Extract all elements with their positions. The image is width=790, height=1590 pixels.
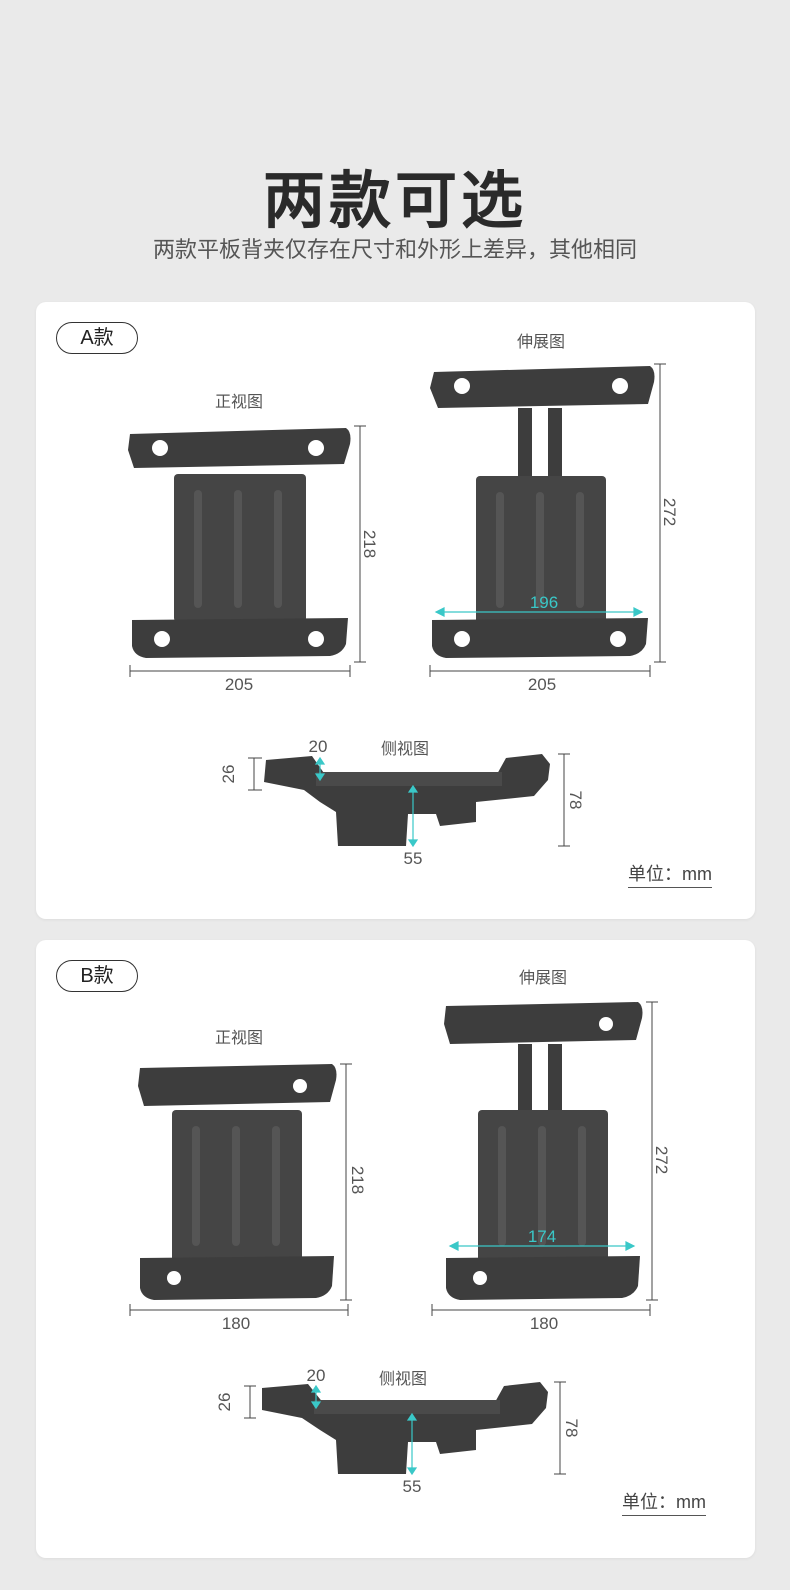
side-top-value: 20 [309, 737, 328, 756]
extended-view-product [444, 1002, 643, 1300]
unit-label: 单位：mm [622, 1488, 706, 1516]
model-a-card: A款 正视图 伸展图 218 205 [36, 302, 755, 919]
model-a-diagram: 正视图 伸展图 218 205 [128, 333, 679, 868]
side-depth-value: 55 [403, 1477, 422, 1496]
side-height-value: 78 [562, 1419, 581, 1438]
extended-inner-dimension [448, 1241, 636, 1251]
side-view-label: 侧视图 [379, 1370, 427, 1388]
extended-dimension-lines [431, 1001, 658, 1316]
model-b-diagram: 正视图 伸展图 218 180 [129, 969, 671, 1496]
page-title: 两款可选 [262, 164, 527, 237]
front-height-value: 218 [348, 1166, 367, 1194]
extended-view-product [430, 366, 655, 658]
side-accent-dimensions [310, 1384, 418, 1476]
model-b-card: B款 正视图 伸展图 218 180 [36, 940, 755, 1558]
extended-view-label: 伸展图 [519, 969, 567, 987]
extended-view-label: 伸展图 [517, 333, 565, 351]
side-view-product [264, 754, 550, 846]
extended-dimension-lines [429, 363, 666, 677]
side-depth-value: 55 [404, 849, 423, 868]
side-accent-dimensions [314, 756, 419, 848]
front-view-product [128, 428, 351, 658]
model-badge: B款 [56, 960, 138, 992]
front-view-label: 正视图 [215, 1029, 263, 1047]
front-height-value: 218 [360, 530, 379, 558]
side-dimension-lines [248, 753, 570, 847]
unit-label: 单位：mm [628, 860, 712, 888]
model-badge: A款 [56, 322, 138, 354]
front-width-value: 180 [222, 1314, 250, 1333]
extended-inner-width-value: 174 [528, 1227, 556, 1246]
extended-height-value: 272 [652, 1146, 671, 1174]
side-left-value: 26 [219, 765, 238, 784]
side-height-value: 78 [566, 791, 585, 810]
extended-inner-width-value: 196 [530, 593, 558, 612]
front-width-value: 205 [225, 675, 253, 694]
side-top-value: 20 [307, 1366, 326, 1385]
extended-width-value: 205 [528, 675, 556, 694]
side-view-product [262, 1382, 548, 1474]
side-view-label: 侧视图 [381, 740, 429, 758]
front-dimension-lines [129, 425, 366, 677]
side-dimension-lines [244, 1381, 566, 1475]
extended-width-value: 180 [530, 1314, 558, 1333]
extended-inner-dimension [434, 607, 644, 617]
side-left-value: 26 [215, 1393, 234, 1412]
front-view-label: 正视图 [215, 393, 263, 411]
page-subtitle: 两款平板背夹仅存在尺寸和外形上差异，其他相同 [152, 238, 637, 263]
front-view-product [138, 1064, 337, 1300]
extended-height-value: 272 [660, 498, 679, 526]
front-dimension-lines [129, 1063, 352, 1316]
